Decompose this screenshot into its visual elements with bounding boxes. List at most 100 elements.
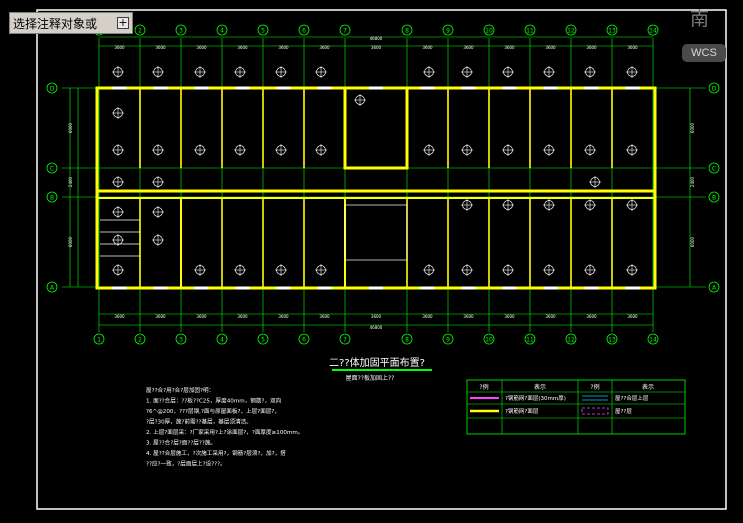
axis-letter: B xyxy=(712,195,716,202)
wcs-button[interactable]: WCS xyxy=(682,44,726,62)
axis-number: 12 xyxy=(567,28,575,35)
dimension-text: 3600 xyxy=(196,314,207,319)
legend-header: 表示 xyxy=(642,383,654,391)
axis-bubble xyxy=(216,333,228,345)
axis-bubble xyxy=(298,333,310,345)
axis-number: 9 xyxy=(446,337,450,344)
axis-bubble xyxy=(339,24,351,36)
dimension-text: 3600 xyxy=(463,45,474,50)
axis-bubble xyxy=(565,24,577,36)
axis-bubble xyxy=(565,333,577,345)
expand-icon[interactable]: + xyxy=(117,16,129,29)
axis-number: 4 xyxy=(220,28,224,35)
axis-number: 5 xyxy=(261,337,265,344)
axis-number: 6 xyxy=(302,337,306,344)
dimension-text: 3600 xyxy=(463,314,474,319)
dimension-text: 3600 xyxy=(504,314,515,319)
dimension-text: 3600 xyxy=(422,45,433,50)
axis-letter: C xyxy=(712,166,716,173)
dimension-text: 3600 xyxy=(196,45,207,50)
drawing-frame xyxy=(36,9,727,510)
axis-number: 10 xyxy=(485,337,493,344)
axis-bubble xyxy=(257,333,269,345)
viewcube-compass-south[interactable]: 南 xyxy=(690,8,710,30)
dimension-text: 3600 xyxy=(155,314,166,319)
dimension-text: 3600 xyxy=(371,314,382,319)
dimension-text: 3600 xyxy=(114,314,125,319)
dimension-text: 3600 xyxy=(627,45,638,50)
axis-letter: A xyxy=(50,285,55,292)
total-dimension-text: 46800 xyxy=(370,36,383,41)
legend-symbol xyxy=(581,407,609,415)
legend-header: ?例 xyxy=(479,383,488,391)
dimension-text: 3600 xyxy=(155,45,166,50)
dimension-text: 3600 xyxy=(422,314,433,319)
axis-bubble xyxy=(298,24,310,36)
axis-number: 13 xyxy=(608,28,616,35)
axis-bubble xyxy=(524,24,536,36)
note-line: 屋??合?用?合?层加固?明： xyxy=(146,386,214,394)
dimension-text: 2400 xyxy=(690,176,695,187)
axis-bubble xyxy=(46,162,58,174)
dimension-text: 3600 xyxy=(319,45,330,50)
note-line: 3. 屋??合?层?面??层??施。 xyxy=(146,439,216,447)
axis-number: 6 xyxy=(302,28,306,35)
axis-bubble xyxy=(708,281,720,293)
axis-bubble xyxy=(46,82,58,94)
drawing-title: 二??体加固平面布置? xyxy=(329,357,425,369)
annotation-select-panel[interactable]: 选择注释对象或 + xyxy=(9,12,133,34)
axis-number: 9 xyxy=(446,28,450,35)
note-line: 1. 面??合层：??板??C25，厚度40mm，钢筋?，双向 xyxy=(146,397,282,405)
axis-letter: B xyxy=(50,195,54,202)
axis-number: 1 xyxy=(97,337,101,344)
dimension-text: 3600 xyxy=(586,45,597,50)
axis-bubble xyxy=(134,24,146,36)
axis-bubble xyxy=(134,333,146,345)
dimension-text: 3600 xyxy=(545,314,556,319)
axis-bubble xyxy=(93,333,105,345)
axis-letter: C xyxy=(50,166,54,173)
axis-bubble xyxy=(401,24,413,36)
axis-number: 2 xyxy=(138,337,142,344)
legend-text: 屋??合层上层 xyxy=(615,394,649,402)
axis-number: 10 xyxy=(485,28,493,35)
axis-bubble xyxy=(524,333,536,345)
legend-header: 表示 xyxy=(534,383,546,391)
legend-text: ?钢筋网?面层(30mm厚) xyxy=(505,394,566,402)
axis-bubble xyxy=(606,24,618,36)
axis-bubble xyxy=(483,333,495,345)
axis-number: 2 xyxy=(138,28,142,35)
dimension-text: 3600 xyxy=(278,314,289,319)
axis-number: 14 xyxy=(649,28,657,35)
dimension-text: 3600 xyxy=(237,45,248,50)
dimension-text: 6000 xyxy=(690,122,695,133)
axis-bubble xyxy=(339,333,351,345)
dimension-text: 3600 xyxy=(545,45,556,50)
dimension-text: 3600 xyxy=(319,314,330,319)
axis-number: 5 xyxy=(261,28,265,35)
axis-bubble xyxy=(46,281,58,293)
axis-bubble xyxy=(708,162,720,174)
axis-bubble xyxy=(216,24,228,36)
axis-bubble xyxy=(606,333,618,345)
dimension-text: 3600 xyxy=(627,314,638,319)
dimension-text: 3600 xyxy=(237,314,248,319)
note-line: ?层?30厚，施?前需??基层，基层须清洁。 xyxy=(146,418,252,426)
dimension-text: 6000 xyxy=(68,236,73,247)
note-line: ??应?一致，?层面层上?设???。 xyxy=(146,460,226,468)
axis-number: 8 xyxy=(405,337,409,344)
axis-bubble xyxy=(647,24,659,36)
axis-number: 4 xyxy=(220,337,224,344)
axis-bubble xyxy=(442,24,454,36)
axis-bubble xyxy=(175,24,187,36)
axis-bubble xyxy=(708,191,720,203)
legend-header: ?例 xyxy=(590,383,599,391)
legend-text: 屋??层 xyxy=(615,408,632,415)
axis-number: 14 xyxy=(649,337,657,344)
axis-number: 3 xyxy=(179,28,183,35)
note-line: ?6^@200，???层钢,?面与原屋面板?，上层?面层?， xyxy=(146,407,280,415)
axis-number: 7 xyxy=(343,28,347,35)
dimension-text: 3600 xyxy=(504,45,515,50)
dimension-text: 3600 xyxy=(371,45,382,50)
